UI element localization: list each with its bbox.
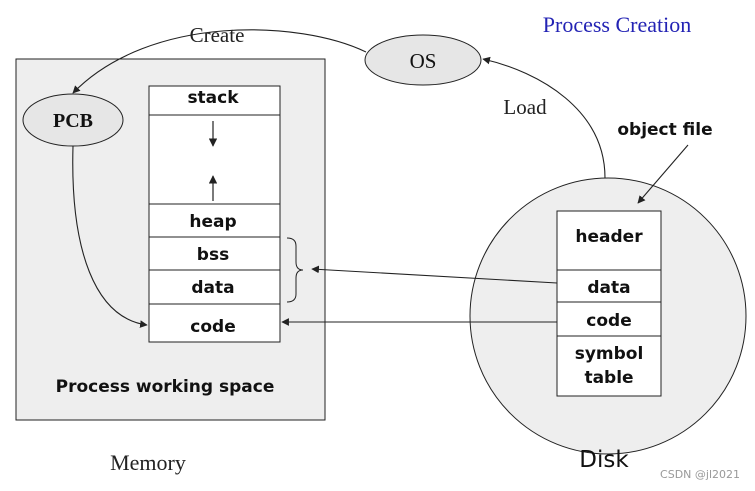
pcb-label: PCB <box>53 110 93 132</box>
data-segment-label: data <box>191 278 234 298</box>
load-arrow <box>482 56 606 179</box>
stack-segment-label: stack <box>187 88 239 108</box>
header-section-label: header <box>575 227 643 247</box>
heap-segment-label: heap <box>189 212 236 232</box>
process-working-space-label: Process working space <box>56 377 275 397</box>
bss-data-brace <box>286 237 304 303</box>
watermark: CSDN @jl2021 <box>660 468 740 481</box>
object-file-pointer <box>637 144 689 204</box>
disk-data-section-label: data <box>587 278 630 298</box>
memory-caption: Memory <box>110 450 186 475</box>
symbol-table-label-line1: symbol <box>575 344 644 364</box>
diagram-title: Process Creation <box>543 12 691 37</box>
object-file-label: object file <box>617 120 712 140</box>
code-segment-label: code <box>190 317 235 337</box>
create-label: Create <box>190 23 245 47</box>
data-load-arrow <box>311 265 558 284</box>
create-arrow <box>72 29 367 94</box>
os-node <box>364 34 482 86</box>
pcb-to-code-arrow <box>72 145 148 328</box>
memory-layout-box <box>148 85 281 343</box>
memory-layout: stack heap bss data code <box>148 85 281 343</box>
load-label: Load <box>503 95 547 119</box>
disk-code-section-label: code <box>586 311 631 331</box>
os-label: OS <box>410 49 437 73</box>
symbol-table-label-line2: table <box>584 368 633 388</box>
disk-caption: Disk <box>579 447 629 473</box>
object-file: header data code symbol table <box>556 210 662 397</box>
object-file-box <box>556 210 662 397</box>
bss-segment-label: bss <box>197 245 229 265</box>
